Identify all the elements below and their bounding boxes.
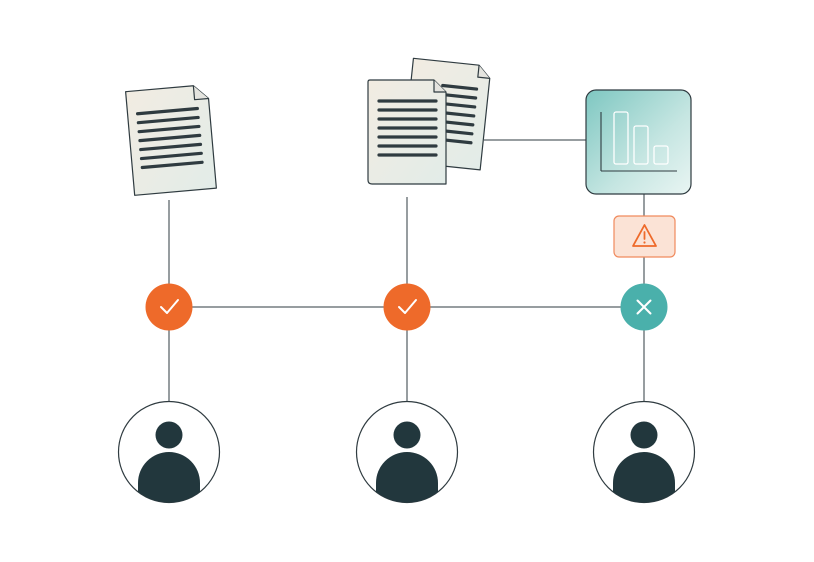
user-avatar-3 xyxy=(592,400,696,504)
cross-icon xyxy=(636,299,652,315)
user-icon xyxy=(138,421,200,503)
chart-axes xyxy=(600,112,677,172)
single-document-icon xyxy=(125,85,217,196)
user-avatar-1 xyxy=(117,400,221,504)
warning-badge xyxy=(613,215,676,258)
status-approved-1 xyxy=(145,283,193,331)
status-approved-2 xyxy=(383,283,431,331)
warning-triangle-icon xyxy=(632,224,657,247)
front-document xyxy=(367,79,447,185)
user-avatar-2 xyxy=(355,400,459,504)
chart-bar-3 xyxy=(653,145,669,165)
document-text-lines xyxy=(135,106,204,170)
chart-bars xyxy=(613,111,669,165)
checkmark-icon xyxy=(160,299,179,314)
user-icon xyxy=(376,421,438,503)
checkmark-icon xyxy=(398,299,417,314)
chart-bar-2 xyxy=(633,125,649,165)
status-rejected-3 xyxy=(620,283,668,331)
stacked-documents-icon xyxy=(367,57,491,185)
chart-bar-1 xyxy=(613,111,629,165)
user-icon xyxy=(613,421,675,503)
bar-chart-icon xyxy=(585,89,692,195)
